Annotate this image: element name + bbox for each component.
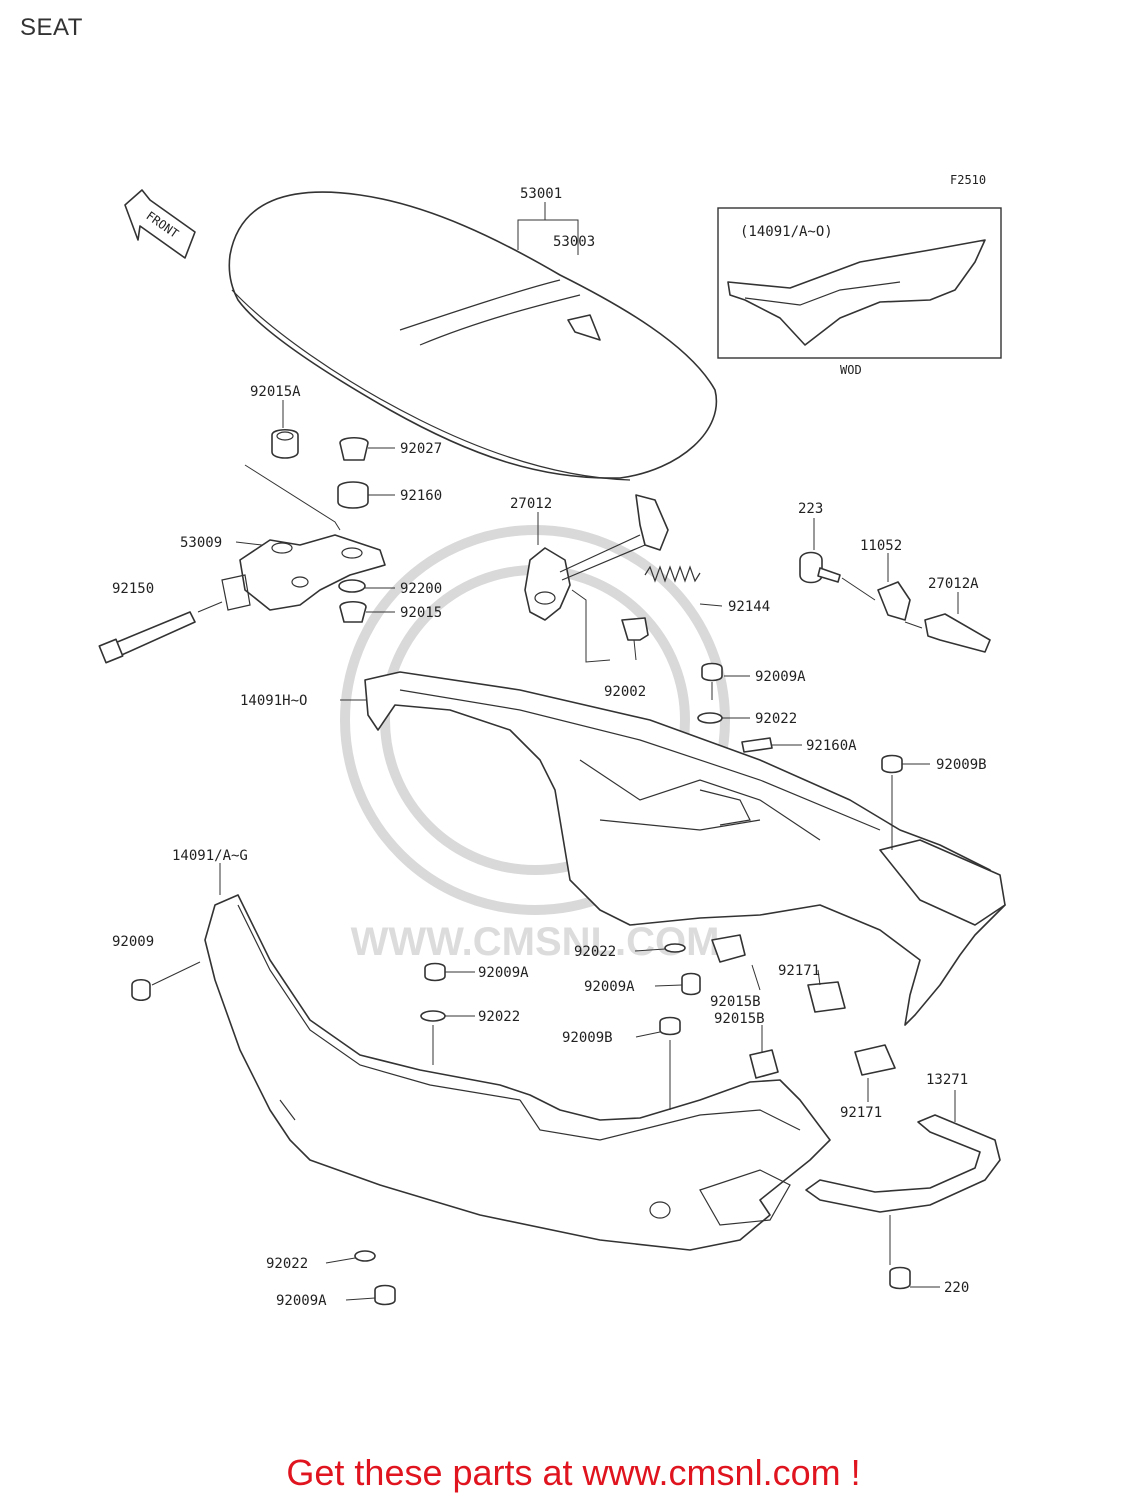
figure-code: F2510: [950, 173, 986, 187]
callout-92015b-1: 92015B: [710, 994, 761, 1010]
callout-92171-1: 92171: [778, 963, 820, 979]
callout-92160: 92160: [400, 488, 442, 504]
hardware-right-parts: [799, 551, 991, 653]
callout-92015: 92015: [400, 605, 442, 621]
callout-92022-1: 92022: [755, 711, 797, 727]
callout-92150: 92150: [112, 581, 154, 597]
callout-92027: 92027: [400, 441, 442, 457]
upper-side-cover-part: [364, 671, 1006, 1026]
callout-27012: 27012: [510, 496, 552, 512]
bolt-92150-part: [98, 601, 223, 664]
lower-side-cover-part: [204, 894, 831, 1251]
callout-92009b-1: 92009B: [936, 757, 987, 773]
callout-14091h-o: 14091H~O: [240, 693, 307, 709]
callout-92009: 92009: [112, 934, 154, 950]
callout-220: 220: [944, 1280, 969, 1296]
callout-92009a-2: 92009A: [478, 965, 529, 981]
callout-92002: 92002: [604, 684, 646, 700]
callout-92009a-3: 92009A: [584, 979, 635, 995]
leader-lines: [219, 202, 959, 1301]
callout-92171-2: 92171: [840, 1105, 882, 1121]
callout-53009: 53009: [180, 535, 222, 551]
callout-13271: 13271: [926, 1072, 968, 1088]
callout-53001: 53001: [520, 186, 562, 202]
callout-92022-4: 92022: [266, 1256, 308, 1272]
watermark-text: WWW.CMSNL.COM: [351, 920, 720, 964]
seat-part: [228, 191, 718, 481]
front-arrow-icon: FRONT: [124, 189, 196, 259]
get-parts-link[interactable]: Get these parts at www.cmsnl.com !: [286, 1452, 861, 1493]
callout-92009b-2: 92009B: [562, 1030, 613, 1046]
grommet-parts: [271, 428, 369, 623]
callout-223: 223: [798, 501, 823, 517]
inset-label: (14091/A~O): [740, 224, 833, 240]
pin-92002-part: [621, 617, 649, 661]
callout-92009a-1: 92009A: [755, 669, 806, 685]
inset-box: (14091/A~O) WOD: [717, 207, 1002, 377]
callout-92009a-4: 92009A: [276, 1293, 327, 1309]
seat-bracket-part: [221, 464, 386, 611]
callout-92015a: 92015A: [250, 384, 301, 400]
callout-14091-a-g: 14091/A~G: [172, 848, 248, 864]
callout-27012a: 27012A: [928, 576, 979, 592]
callout-92015b-2: 92015B: [714, 1011, 765, 1027]
callout-labels: 53001 53003 92015A 92027 92160 53009 922…: [112, 186, 987, 1309]
callout-92022-3: 92022: [478, 1009, 520, 1025]
rear-carrier-part: [805, 1114, 1001, 1265]
callout-92160a: 92160A: [806, 738, 857, 754]
spring-part: [644, 565, 723, 607]
callout-11052: 11052: [860, 538, 902, 554]
callout-92144: 92144: [728, 599, 770, 615]
seat-latch-part: [524, 494, 669, 663]
inset-caption: WOD: [840, 363, 862, 377]
page-title: SEAT: [20, 14, 83, 41]
screw-parts: [131, 662, 911, 1306]
callout-53003: 53003: [553, 234, 595, 250]
callout-92022-2: 92022: [574, 944, 616, 960]
callout-92200: 92200: [400, 581, 442, 597]
